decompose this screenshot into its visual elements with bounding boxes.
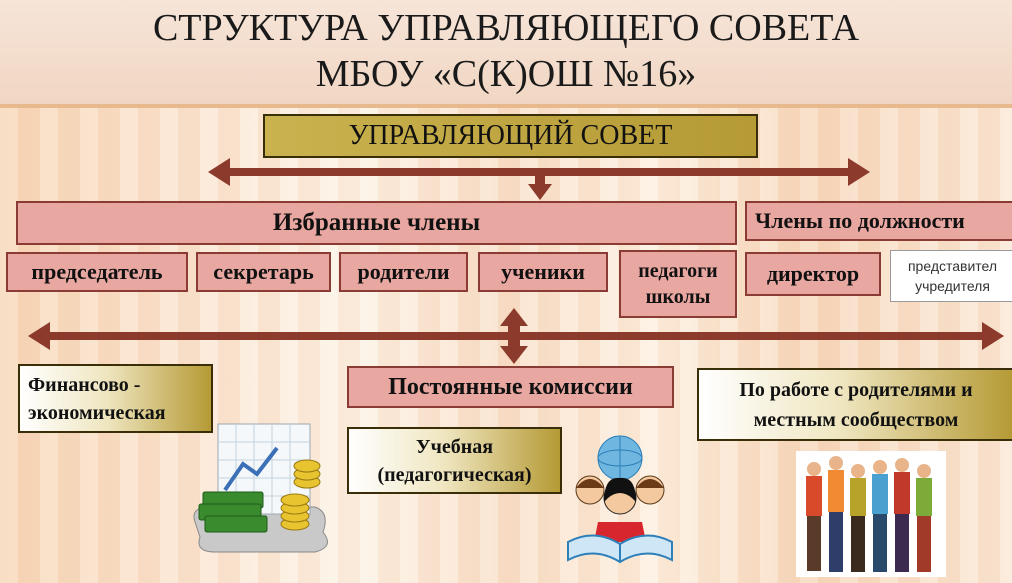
down-arrow-head bbox=[528, 184, 552, 200]
council-box: УПРАВЛЯЮЩИЙ СОВЕТ bbox=[263, 114, 758, 158]
standing-commissions-header: Постоянные комиссии bbox=[347, 366, 674, 408]
vertical-arrow-up-head bbox=[500, 308, 528, 326]
member-parents: родители bbox=[339, 252, 468, 292]
member-teachers-line1: педагоги bbox=[638, 260, 718, 282]
member-teachers: педагоги школы bbox=[619, 250, 737, 318]
member-teachers-line2: школы bbox=[645, 286, 711, 308]
down-arrow-stem bbox=[535, 172, 545, 186]
vertical-arrow-down-head bbox=[500, 346, 528, 364]
education-line2: (педагогическая) bbox=[377, 463, 532, 486]
bottom-arrow-left-head bbox=[28, 322, 50, 350]
founder-line2: учредителя bbox=[915, 278, 990, 294]
top-arrow-right-head bbox=[848, 158, 870, 186]
commission-finance: Финансово - экономическая bbox=[18, 364, 213, 433]
title-band bbox=[0, 0, 1012, 108]
students-book-icon bbox=[567, 435, 673, 564]
bottom-arrow-right-head bbox=[982, 322, 1004, 350]
money-chart-icon bbox=[193, 423, 328, 553]
ex-officio-header: Члены по должности bbox=[745, 201, 1012, 241]
community-line1: По работе с родителями и bbox=[739, 378, 973, 401]
vertical-arrow-stem bbox=[508, 322, 520, 350]
elected-members-header: Избранные члены bbox=[16, 201, 737, 245]
page-title-line2: МБОУ «С(К)ОШ №16» bbox=[315, 53, 697, 95]
founder-line1: представител bbox=[907, 258, 998, 274]
finance-line2: экономическая bbox=[28, 401, 166, 424]
top-arrow-left-head bbox=[208, 158, 230, 186]
page-title-line1: СТРУКТУРА УПРАВЛЯЮЩЕГО СОВЕТА bbox=[152, 7, 860, 49]
member-founder-representative: представител учредителя bbox=[890, 250, 1012, 302]
community-line2: местным сообществом bbox=[753, 408, 959, 431]
member-students: ученики bbox=[478, 252, 608, 292]
member-secretary: секретарь bbox=[196, 252, 331, 292]
finance-line1: Финансово - bbox=[28, 373, 141, 396]
people-group-icon bbox=[796, 451, 946, 577]
commission-community: По работе с родителями и местным сообщес… bbox=[697, 368, 1012, 441]
education-line1: Учебная bbox=[415, 435, 494, 458]
commission-education: Учебная (педагогическая) bbox=[347, 427, 562, 494]
member-director: директор bbox=[745, 252, 881, 296]
member-chairman: председатель bbox=[6, 252, 188, 292]
